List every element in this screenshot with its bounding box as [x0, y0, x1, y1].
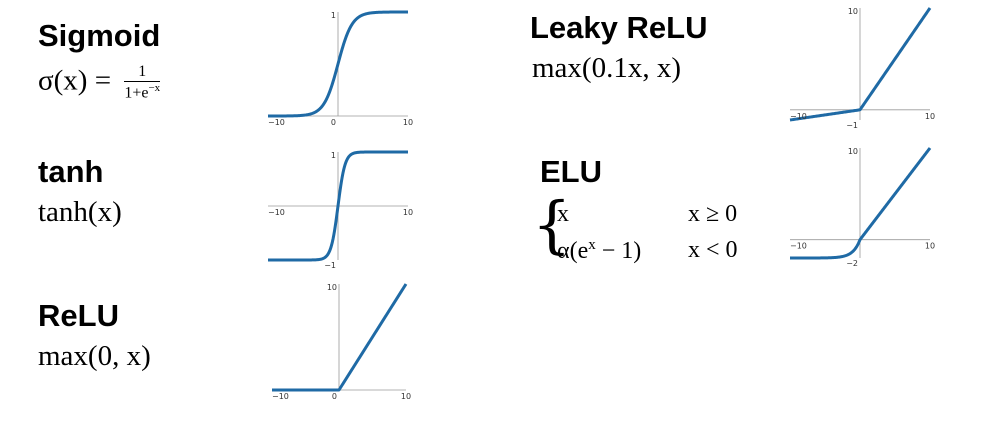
sigmoid-formula-lhs: σ(x) =: [38, 64, 112, 97]
tanh-tick-xmax: 10: [403, 208, 413, 217]
leaky-relu-title: Leaky ReLU: [530, 10, 708, 45]
elu-tick-xmax: 10: [925, 242, 935, 251]
relu-tick-xmax: 10: [401, 392, 411, 401]
leaky-relu-tick-xmax: 10: [925, 112, 935, 121]
relu-title: ReLU: [38, 298, 119, 333]
leaky-relu-tick-ymin: −1: [846, 121, 858, 130]
elu-row2-expr: α(ex − 1): [557, 237, 642, 264]
elu-row2-expr-b: − 1): [595, 238, 642, 264]
sigmoid-tick-xmax: 10: [403, 118, 413, 127]
tanh-tick-xmin: −10: [268, 208, 285, 217]
relu-tick-origin: 0: [332, 392, 337, 401]
sigmoid-den-exp: −x: [148, 82, 161, 94]
elu-brace: {: [532, 188, 572, 261]
relu-tick-ymax: 10: [327, 283, 337, 292]
elu-title: ELU: [540, 154, 602, 189]
elu-row2-cond: x < 0: [688, 237, 738, 263]
tanh-formula: tanh(x): [38, 196, 122, 228]
elu-curve: [789, 147, 932, 260]
sigmoid-formula-denominator: 1+e−x: [124, 82, 160, 101]
sigmoid-den-base: 1+e: [124, 84, 149, 102]
leaky-relu-curve: [789, 7, 932, 122]
tanh-curve: [267, 150, 409, 262]
relu-plot: −10 10 0 10: [271, 283, 411, 401]
sigmoid-tick-ymax: 1: [331, 11, 336, 20]
elu-plot: −10 10 −2 10: [789, 147, 935, 268]
sigmoid-formula-numerator: 1: [124, 64, 161, 82]
relu-tick-xmin: −10: [272, 392, 289, 401]
leaky-relu-tick-xmin: −10: [790, 112, 807, 121]
tanh-title: tanh: [38, 154, 104, 189]
leaky-relu-formula: max(0.1x, x): [532, 52, 681, 84]
sigmoid-curve: [267, 10, 409, 118]
elu-tick-ymin: −2: [846, 259, 858, 268]
sigmoid-title: Sigmoid: [38, 18, 161, 53]
elu-row1-cond: x ≥ 0: [688, 201, 738, 227]
sigmoid-tick-origin: 0: [331, 118, 336, 127]
leaky-relu-tick-ymax: 10: [848, 7, 858, 16]
tanh-tick-ymin: −1: [324, 261, 336, 270]
sigmoid-tick-xmin: −10: [268, 118, 285, 127]
sigmoid-plot: −10 10 0 1: [267, 10, 413, 127]
elu-tick-xmin: −10: [790, 242, 807, 251]
leaky-relu-plot: −10 10 −1 10: [789, 7, 935, 130]
sigmoid-formula: σ(x) = 1 1+e−x: [38, 64, 161, 101]
relu-curve: [271, 283, 408, 392]
tanh-plot: −10 10 −1 1: [267, 150, 413, 270]
elu-tick-ymax: 10: [848, 147, 858, 156]
relu-formula: max(0, x): [38, 340, 151, 372]
elu-row2-expr-a: α(e: [557, 238, 589, 264]
sigmoid-formula-fraction: 1 1+e−x: [124, 64, 161, 101]
elu-row2-expr-exp: x: [588, 237, 596, 253]
tanh-tick-ymax: 1: [331, 151, 336, 160]
elu-row1-expr: x: [557, 201, 569, 227]
